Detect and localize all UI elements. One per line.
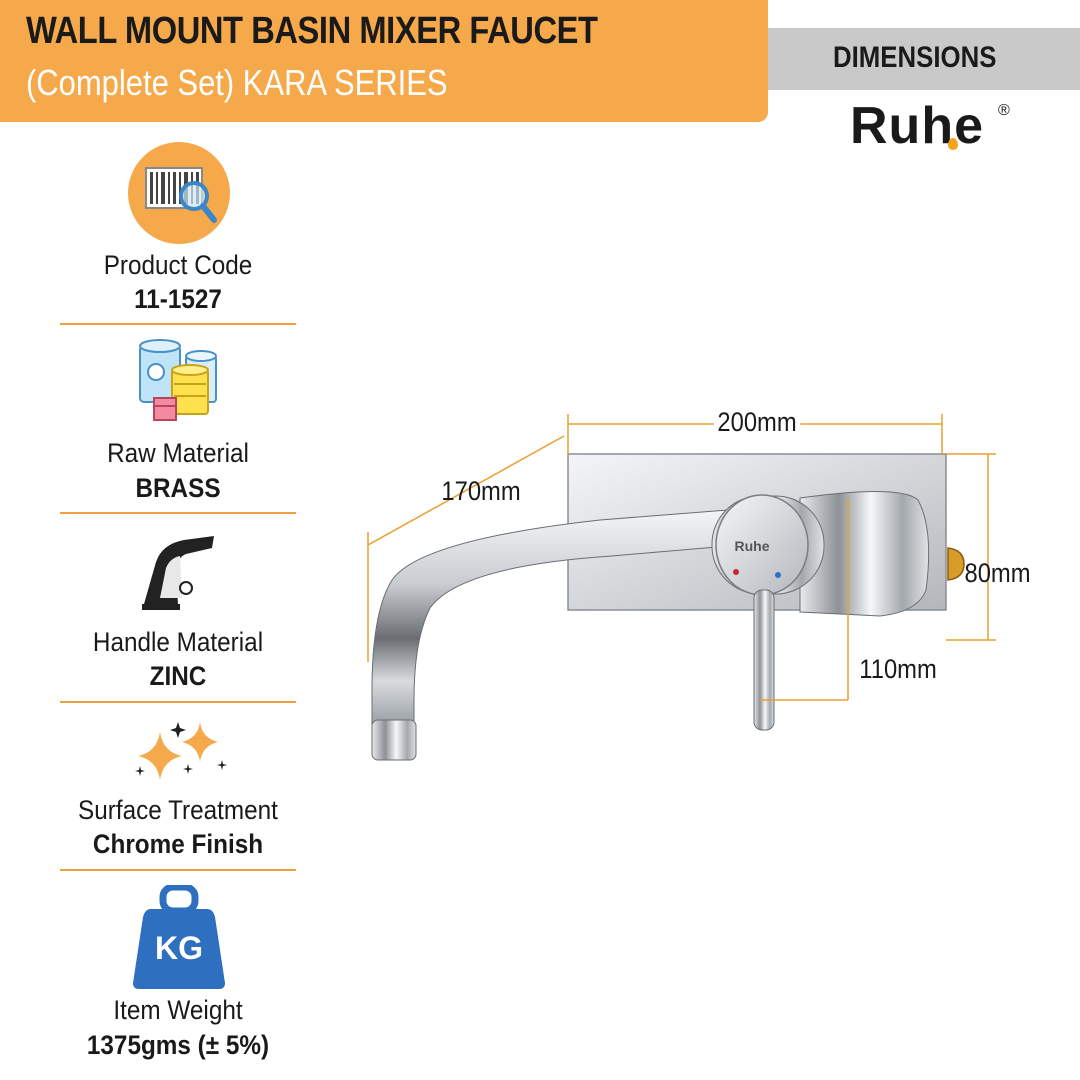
divider	[60, 701, 296, 703]
handle-brand-text: Ruhe	[735, 538, 770, 554]
dimension-width-label: 200mm	[713, 407, 801, 438]
spec-value: 11-1527	[134, 284, 222, 314]
spec-value: BRASS	[135, 473, 221, 503]
dimension-spout-label: 170mm	[441, 476, 521, 506]
spec-label: Product Code	[103, 250, 253, 280]
divider	[60, 869, 296, 871]
spec-label: Handle Material	[92, 627, 264, 657]
page-subtitle: (Complete Set) KARA SERIES	[26, 62, 448, 103]
spout-tip	[371, 719, 417, 761]
dimensions-tab: DIMENSIONS	[768, 28, 1080, 90]
registered-mark: ®	[998, 102, 1010, 119]
divider	[60, 512, 296, 514]
material-cylinders-icon	[136, 338, 222, 424]
dimension-height-label: 80mm	[964, 558, 1031, 588]
hot-indicator	[733, 569, 739, 575]
brand-logo: Ruhe	[850, 97, 984, 155]
spec-value: 1375gms (± 5%)	[86, 1030, 270, 1060]
spec-value: Chrome Finish	[92, 829, 264, 859]
kg-icon-text: KG	[155, 930, 203, 966]
barcode-search-icon	[128, 142, 230, 244]
page-title: WALL MOUNT BASIN MIXER FAUCET	[26, 10, 598, 52]
spec-label: Raw Material	[107, 438, 249, 468]
water-drop-icon	[948, 138, 958, 150]
spec-label: Surface Treatment	[78, 795, 278, 825]
handle-lever	[753, 589, 775, 731]
spout	[371, 509, 729, 725]
dimension-depth-label: 110mm	[859, 654, 937, 684]
spec-label: Item Weight	[113, 995, 243, 1025]
valve-nut	[947, 547, 965, 581]
dimensions-tab-label: DIMENSIONS	[833, 41, 997, 74]
cold-indicator	[775, 572, 781, 578]
mixer-body	[799, 491, 930, 617]
header-banner: WALL MOUNT BASIN MIXER FAUCET (Complete …	[0, 0, 768, 122]
spec-value: ZINC	[149, 661, 207, 691]
divider	[60, 323, 296, 325]
sparkle-icon	[130, 718, 230, 788]
faucet-handle-icon	[136, 532, 220, 616]
kg-weight-icon: KG	[133, 883, 225, 991]
